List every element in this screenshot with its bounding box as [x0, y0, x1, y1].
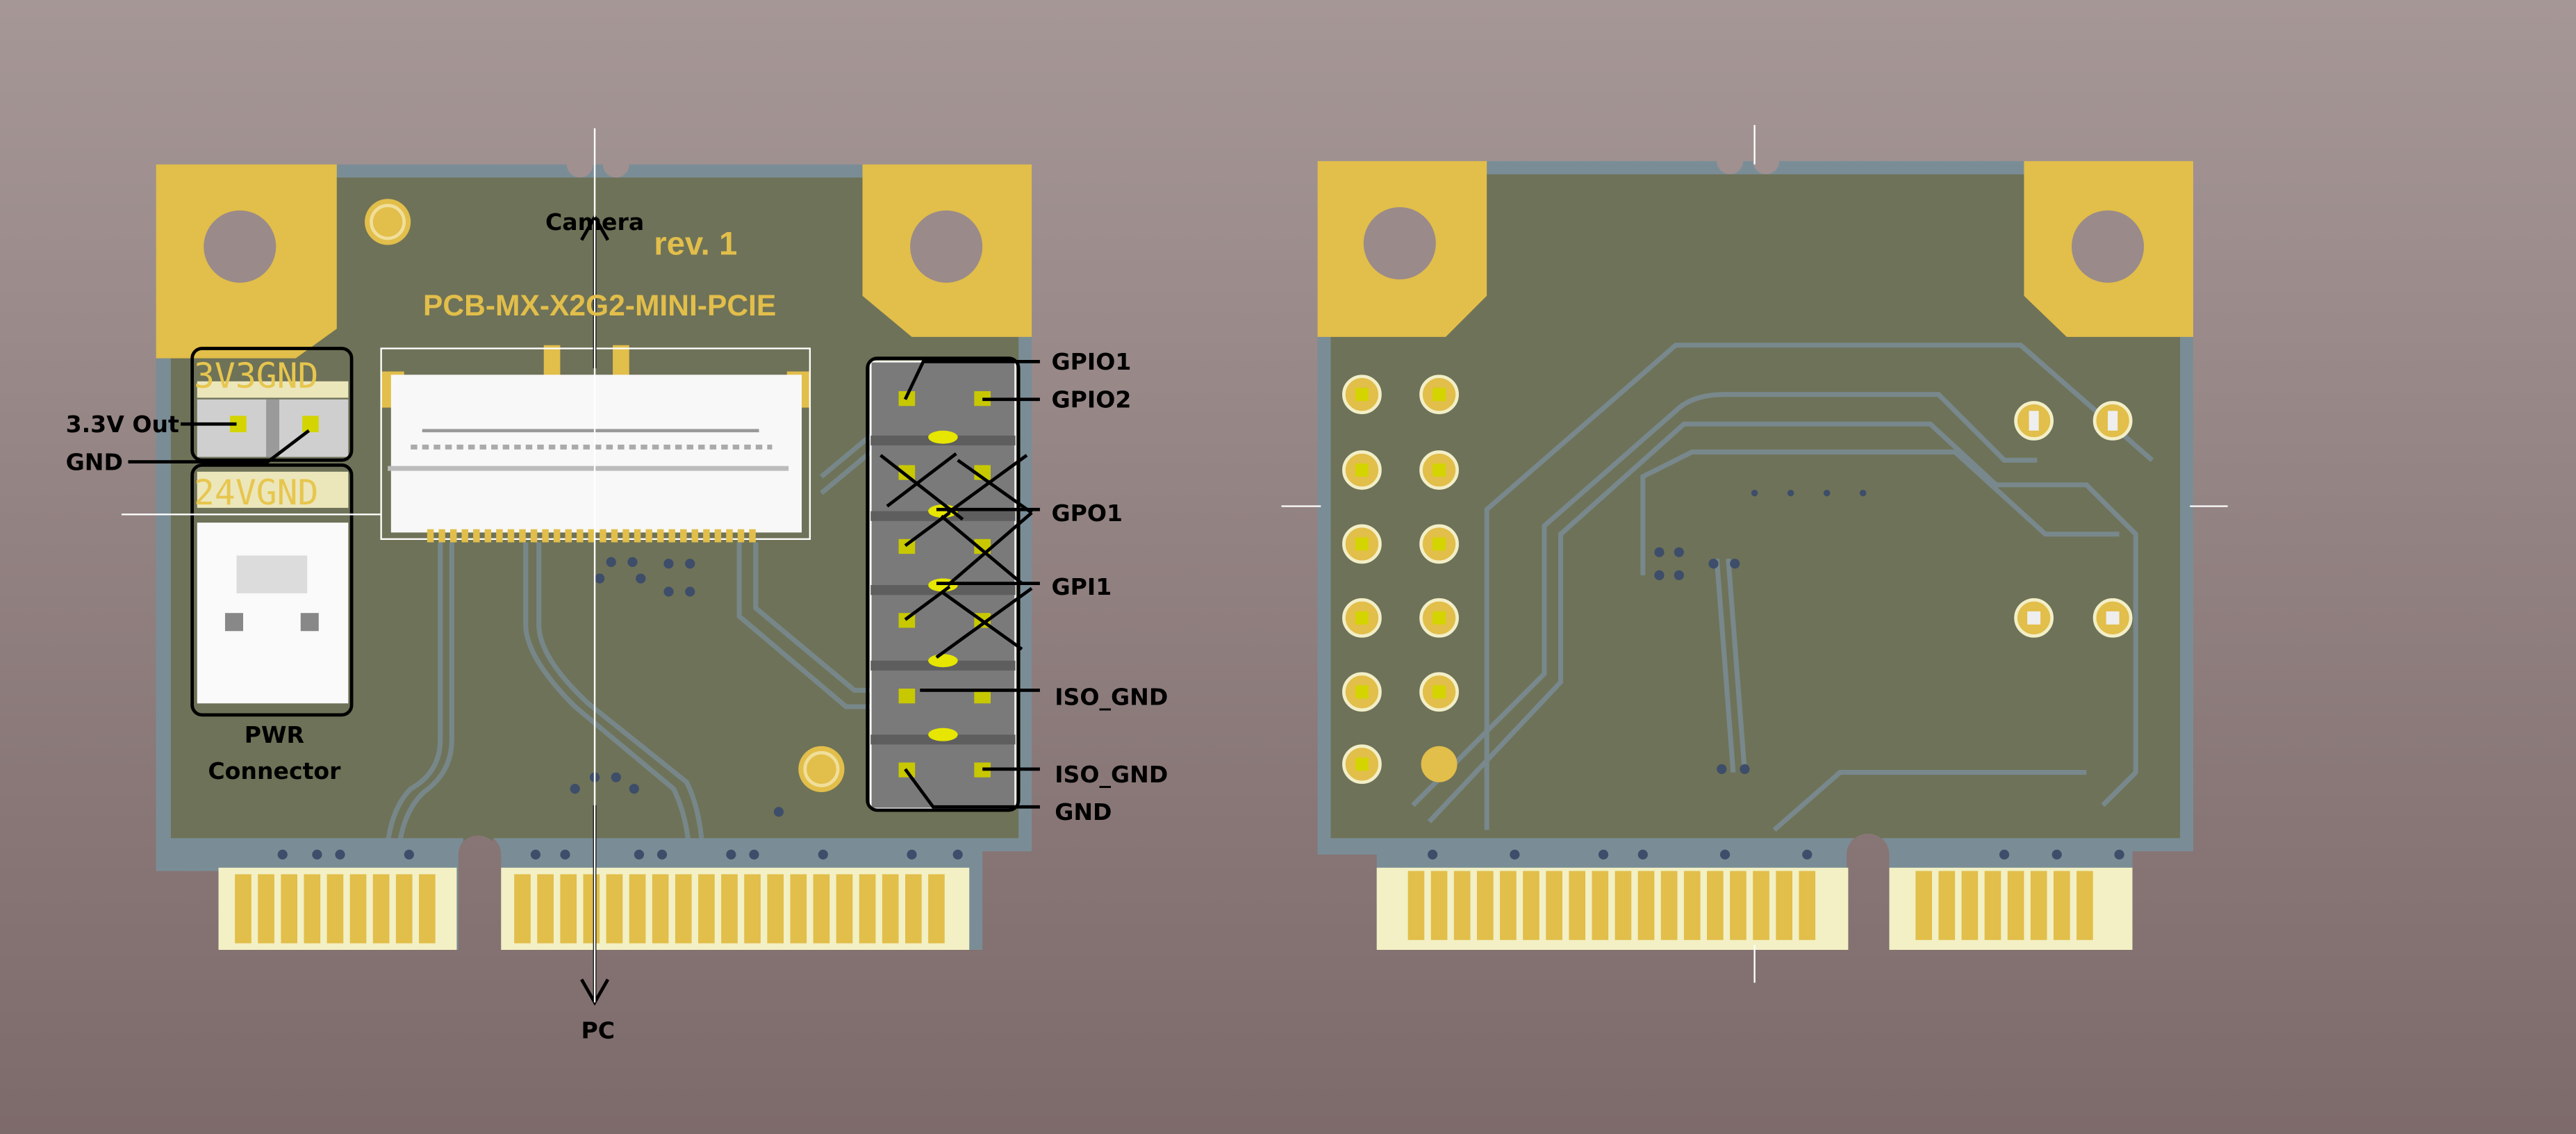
back-edge-fingers-left: [1376, 867, 1849, 950]
back-pad-centers: [1355, 388, 2120, 771]
label-gnd-header: GND: [1055, 798, 1112, 825]
label-camera: Camera: [545, 208, 644, 236]
front-traces: [383, 434, 873, 871]
label-gpio2: GPIO2: [1051, 386, 1131, 413]
label-pwr-connector: Connector: [208, 757, 341, 784]
silk-24vgnd: 24VGND: [194, 472, 318, 513]
edge-fingers-right: [501, 867, 970, 950]
origin-crosshair: [121, 128, 596, 1003]
label-3v3-out: 3.3V Out: [66, 411, 179, 438]
label-gpi1: GPI1: [1051, 573, 1112, 600]
mount-hole-top-right: [862, 164, 1032, 337]
mount-hole-top-left-back: [1317, 161, 1487, 337]
fiducial: [364, 199, 411, 245]
fiducial: [798, 746, 845, 792]
back-crosshair: [1281, 124, 2228, 983]
label-gpo1: GPO1: [1051, 500, 1123, 527]
back-traces: [1411, 343, 2154, 832]
board-revision: rev. 1: [654, 226, 737, 263]
back-edge-fingers-right: [1889, 867, 2133, 950]
label-pc: PC: [581, 1017, 616, 1044]
3v3-output-connector: 3V3GND: [190, 347, 354, 462]
label-iso-gnd-1: ISO_GND: [1055, 684, 1168, 711]
board-title: PCB-MX-X2G2-MINI-PCIE: [423, 289, 776, 322]
silk-3v3gnd: 3V3GND: [194, 356, 318, 396]
label-pwr: PWR: [245, 721, 304, 748]
mount-hole-top-right-back: [2024, 161, 2194, 337]
label-gpio1: GPIO1: [1051, 348, 1131, 375]
label-gnd-3v3: GND: [66, 448, 123, 475]
front-vias: [277, 557, 963, 860]
power-connector: 24VGND: [190, 463, 354, 717]
edge-fingers-left: [218, 867, 457, 950]
back-board: [1281, 124, 2228, 983]
front-board: 3V3GND 24VGND: [66, 128, 1168, 1044]
label-iso-gnd-2: ISO_GND: [1055, 761, 1168, 788]
back-vias: [1428, 489, 2124, 860]
camera-connector: [380, 345, 811, 543]
mount-hole-top-left: [156, 164, 337, 359]
